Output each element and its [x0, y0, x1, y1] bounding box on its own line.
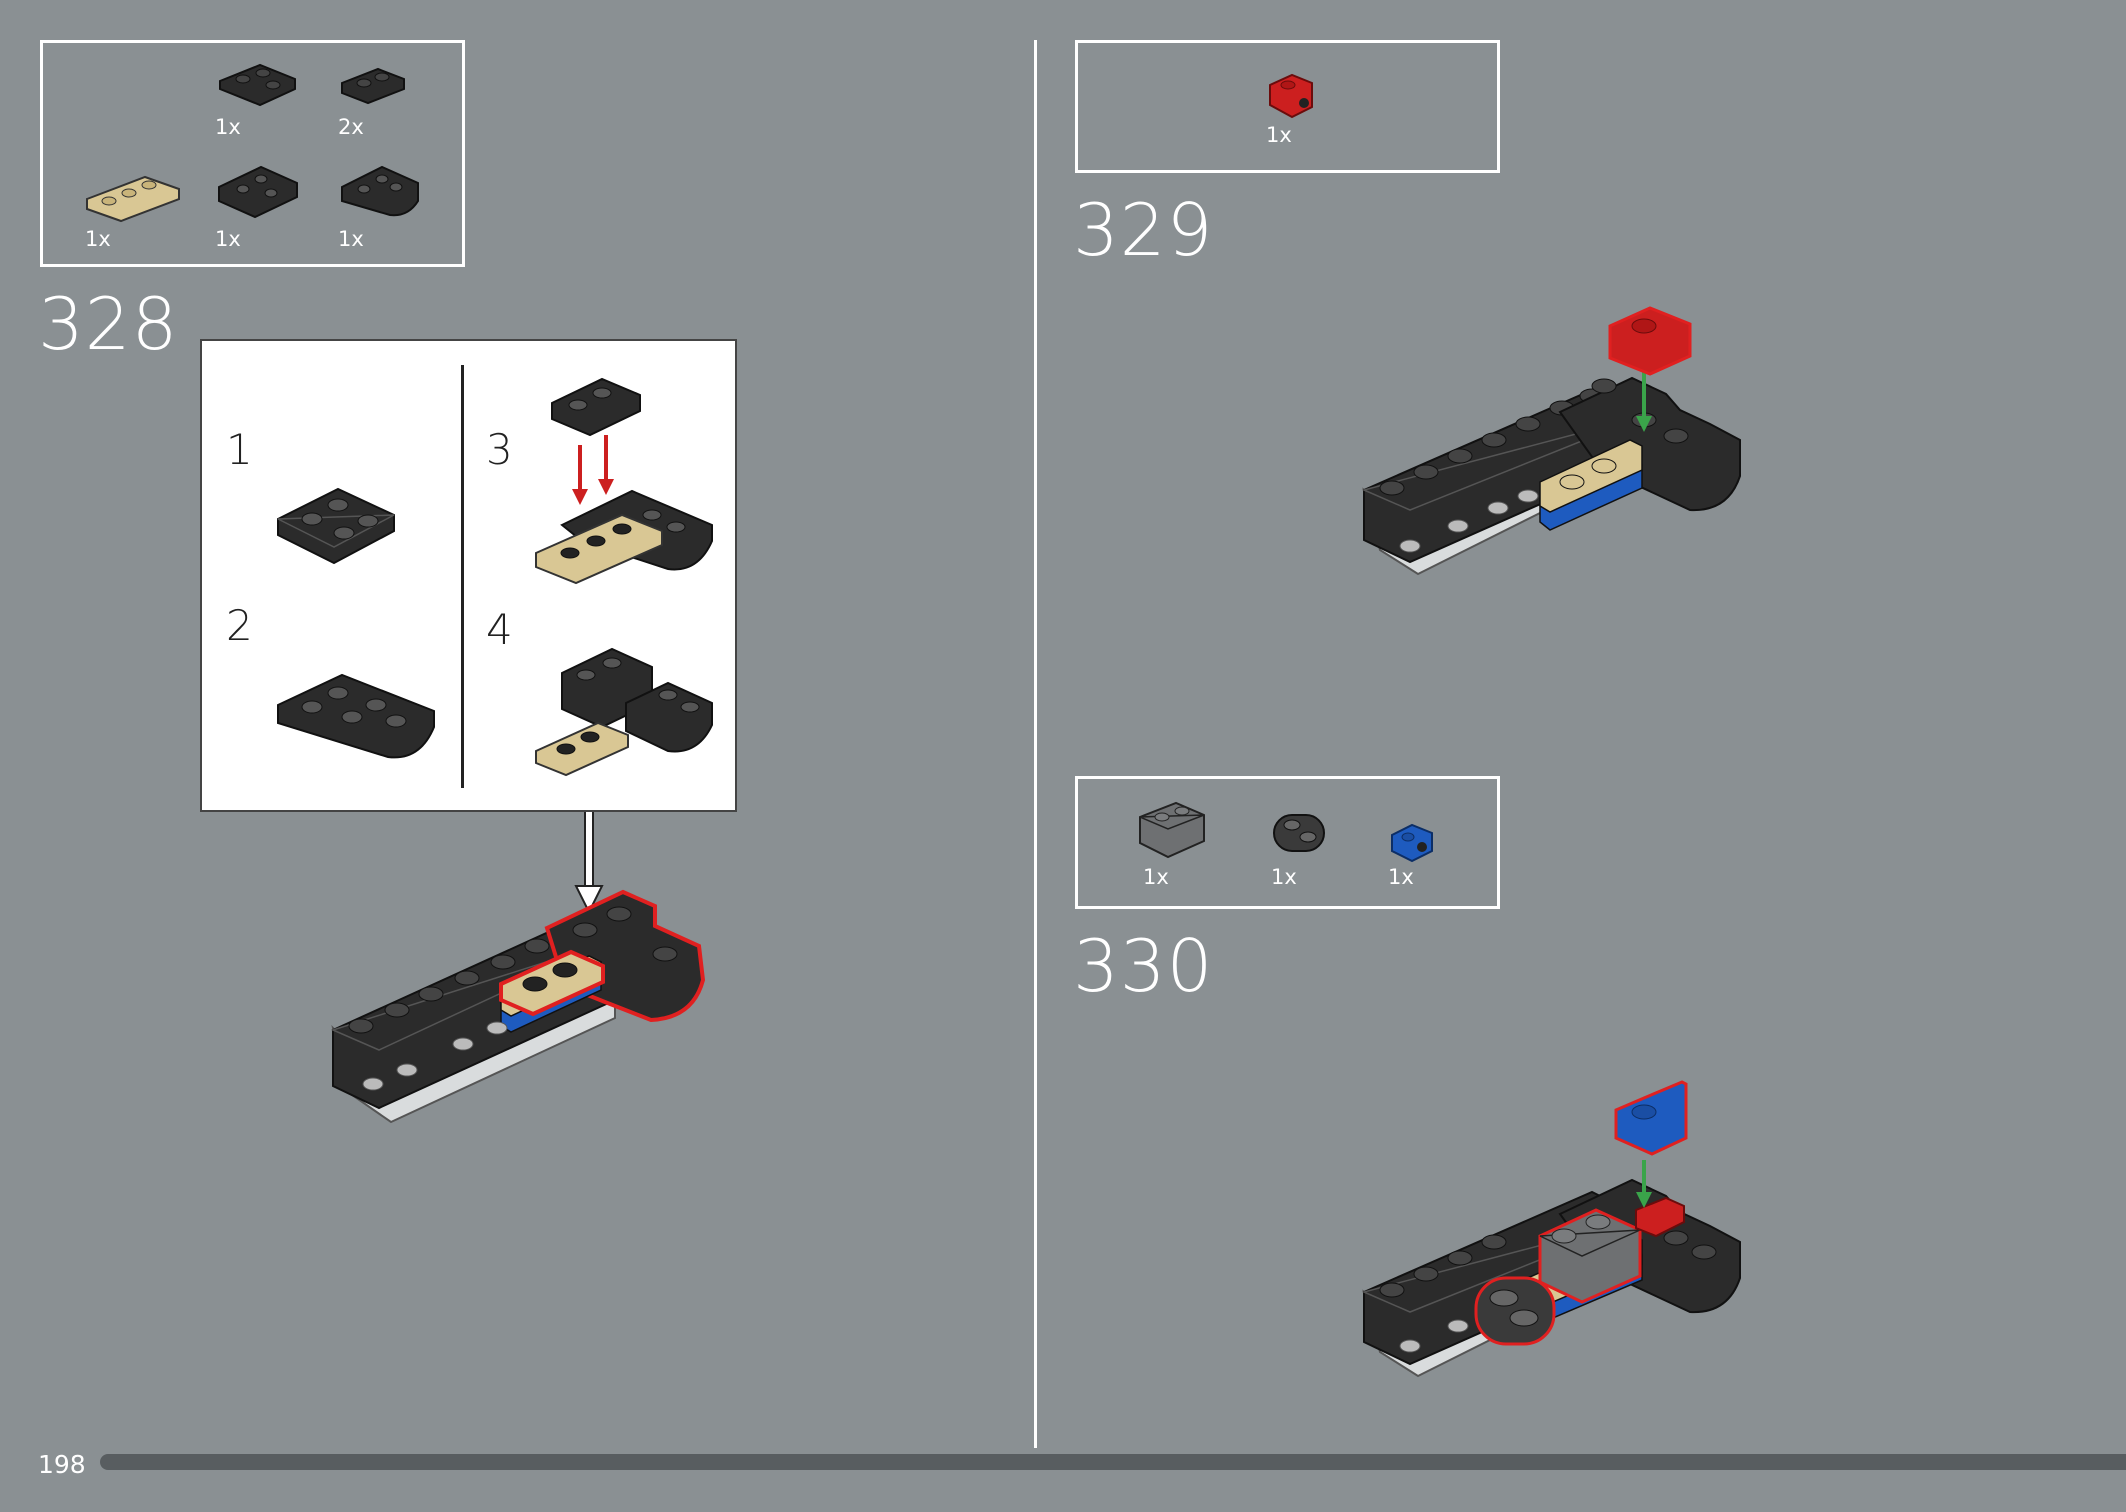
step-number: 329 [1073, 188, 1214, 272]
substep-1-model [277, 487, 395, 565]
model-step-328 [330, 889, 706, 1124]
qty-label: 1x [338, 227, 364, 251]
substep-number: 2 [226, 601, 253, 650]
part-dark-gray-inverted-slope [218, 165, 298, 219]
qty-label: 1x [1388, 865, 1414, 889]
substep-number: 3 [486, 425, 513, 474]
subassembly-panel: 1 2 3 4 [200, 339, 737, 812]
part-dark-gray-curved-slope [341, 165, 419, 217]
substep-number: 4 [486, 605, 513, 654]
part-dark-gray-plate-l [219, 63, 296, 107]
part-tan-plate-1x3 [86, 175, 180, 223]
part-dark-gray-plate-1x2 [341, 67, 405, 105]
substep-2-model [277, 673, 435, 759]
step-number: 330 [1073, 924, 1214, 1008]
parts-box-step-328: 1x 2x 1x 1x 1x [40, 40, 465, 267]
part-gray-brick-1x2 [1139, 801, 1205, 859]
step-number: 328 [38, 282, 179, 366]
substep-3-model [535, 377, 713, 585]
page-divider [1034, 40, 1037, 1448]
qty-label: 1x [1271, 865, 1297, 889]
qty-label: 1x [85, 227, 111, 251]
page-number: 198 [38, 1450, 86, 1479]
model-step-329 [1361, 306, 1741, 576]
qty-label: 1x [1143, 865, 1169, 889]
qty-label: 1x [215, 227, 241, 251]
substep-4-model [535, 647, 713, 777]
subassembly-divider [461, 365, 464, 788]
substep-number: 1 [226, 425, 253, 474]
part-blue-bracket-1x1 [1391, 823, 1433, 863]
qty-label: 1x [215, 115, 241, 139]
part-dark-gray-plate-round-ends [1273, 814, 1325, 852]
qty-label: 1x [1266, 123, 1292, 147]
down-arrow-icon [574, 812, 604, 915]
progress-bar [100, 1454, 2126, 1470]
model-step-330 [1361, 1080, 1741, 1378]
qty-label: 2x [338, 115, 364, 139]
parts-box-step-330: 1x 1x 1x [1075, 776, 1500, 909]
parts-box-step-329: 1x [1075, 40, 1500, 173]
part-red-bracket-1x1 [1269, 73, 1313, 119]
